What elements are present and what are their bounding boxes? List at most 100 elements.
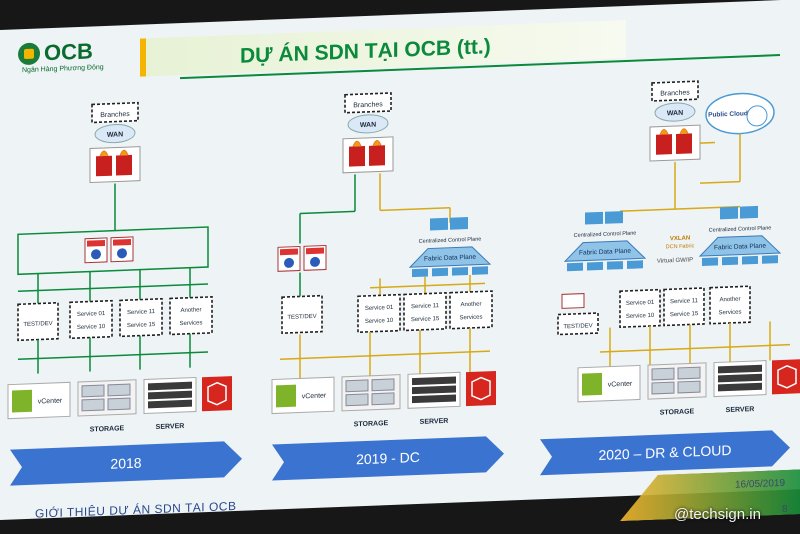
edge-switch-icon bbox=[562, 294, 584, 309]
leaf-switch-icon bbox=[607, 261, 623, 270]
vcenter-label: vCenter bbox=[302, 392, 327, 400]
uplink bbox=[300, 211, 355, 213]
vcenter-icon bbox=[582, 373, 602, 396]
dcn-fabric-label: DCN Fabric bbox=[666, 243, 695, 250]
storage-label: STORAGE bbox=[660, 408, 695, 416]
storage-disk-icon bbox=[678, 381, 700, 393]
wan-label: WAN bbox=[360, 122, 376, 130]
service-label: Service 11 bbox=[670, 298, 699, 305]
virtual-gw-label: Virtual GW/IP bbox=[657, 257, 693, 264]
storage-disk-icon bbox=[82, 385, 104, 397]
service-box bbox=[120, 299, 162, 337]
service-label: Another bbox=[719, 297, 740, 304]
storage-disk-icon bbox=[652, 382, 674, 394]
vcenter-label: vCenter bbox=[38, 398, 63, 406]
service-box bbox=[620, 290, 660, 328]
storage-disk-icon bbox=[346, 380, 368, 392]
leaf-switch-icon bbox=[702, 257, 718, 266]
control-plane-label: Centralized Control Plane bbox=[709, 225, 772, 233]
controller-icon bbox=[585, 212, 603, 225]
access-bus bbox=[370, 283, 485, 287]
storage-disk-icon bbox=[108, 384, 130, 396]
leaf-switch-icon bbox=[452, 267, 468, 276]
service-label: Services bbox=[718, 310, 741, 317]
service-label: Service 11 bbox=[411, 303, 440, 310]
service-label: Service 10 bbox=[626, 313, 655, 320]
service-box bbox=[450, 291, 492, 329]
storage-disk-icon bbox=[652, 368, 674, 380]
storage-label: STORAGE bbox=[354, 420, 389, 428]
host-bus bbox=[600, 345, 790, 352]
firewall-icon bbox=[656, 134, 672, 155]
firewall-icon bbox=[116, 155, 132, 176]
test-dev-label: TEST/DEV bbox=[287, 314, 316, 321]
vcenter-label: vCenter bbox=[608, 381, 633, 389]
service-label: Service 01 bbox=[626, 300, 655, 307]
presentation-slide: OCB Ngân Hàng Phương Đông DỰ ÁN SDN TẠI … bbox=[0, 0, 800, 520]
service-label: Service 15 bbox=[670, 311, 699, 318]
leaf-switch-icon bbox=[722, 257, 738, 266]
test-dev-label: TEST/DEV bbox=[23, 321, 52, 328]
firewall-icon bbox=[96, 156, 112, 177]
switch-icon bbox=[306, 248, 324, 255]
storage-disk-icon bbox=[82, 399, 104, 411]
service-box bbox=[710, 286, 750, 324]
cloud-link bbox=[700, 182, 740, 184]
service-label: Another bbox=[460, 302, 481, 309]
appliance-icon bbox=[466, 371, 496, 406]
access-bus bbox=[18, 284, 208, 291]
controller-icon bbox=[450, 217, 468, 230]
wan-label: WAN bbox=[667, 110, 683, 118]
branches-label: Branches bbox=[100, 111, 130, 119]
leaf-switch-icon bbox=[432, 268, 448, 277]
service-box bbox=[664, 288, 704, 326]
switch-icon bbox=[87, 240, 105, 247]
cloud-link bbox=[700, 143, 715, 144]
storage-disk-icon bbox=[372, 379, 394, 391]
service-box bbox=[70, 301, 112, 339]
service-box bbox=[358, 295, 400, 333]
vcenter-icon bbox=[276, 385, 296, 408]
service-label: Another bbox=[180, 307, 201, 314]
leaf-switch-icon bbox=[742, 256, 758, 265]
firewall-icon bbox=[369, 145, 385, 166]
leaf-switch-icon bbox=[627, 260, 643, 269]
server-label: SERVER bbox=[156, 423, 185, 431]
leaf-switch-icon bbox=[412, 269, 428, 278]
control-plane-label: Centralized Control Plane bbox=[574, 231, 637, 239]
leaf-switch-icon bbox=[567, 263, 583, 272]
storage-label: STORAGE bbox=[90, 425, 125, 433]
phase-label: 2019 - DC bbox=[356, 449, 420, 467]
branches-label: Branches bbox=[660, 89, 690, 97]
host-bus bbox=[280, 351, 490, 359]
storage-disk-icon bbox=[108, 398, 130, 410]
firewall-icon bbox=[349, 146, 365, 167]
storage-disk-icon bbox=[372, 393, 394, 405]
footer-date: 16/05/2019 bbox=[735, 478, 785, 491]
vcenter-icon bbox=[12, 390, 32, 413]
service-label: Service 01 bbox=[77, 311, 106, 318]
branches-label: Branches bbox=[353, 101, 383, 109]
service-label: Service 15 bbox=[127, 322, 156, 329]
controller-icon bbox=[740, 206, 758, 219]
service-label: Service 01 bbox=[365, 305, 394, 312]
appliance-icon bbox=[202, 376, 232, 411]
switch-icon bbox=[113, 239, 131, 246]
wan-label: WAN bbox=[107, 131, 123, 139]
service-label: Service 10 bbox=[365, 318, 394, 325]
service-box bbox=[170, 297, 212, 335]
server-label: SERVER bbox=[420, 418, 449, 426]
host-bus bbox=[18, 352, 208, 359]
service-label: Service 15 bbox=[411, 316, 440, 323]
service-label: Services bbox=[179, 320, 202, 327]
controller-icon bbox=[720, 207, 738, 220]
watermark: @techsign.in bbox=[674, 506, 761, 523]
controller-icon bbox=[430, 218, 448, 231]
test-dev-label: TEST/DEV bbox=[563, 323, 592, 330]
service-label: Services bbox=[459, 314, 482, 321]
phase-label: 2018 bbox=[110, 455, 141, 472]
uplink bbox=[380, 208, 450, 211]
storage-disk-icon bbox=[678, 367, 700, 379]
service-label: Service 10 bbox=[77, 324, 106, 331]
